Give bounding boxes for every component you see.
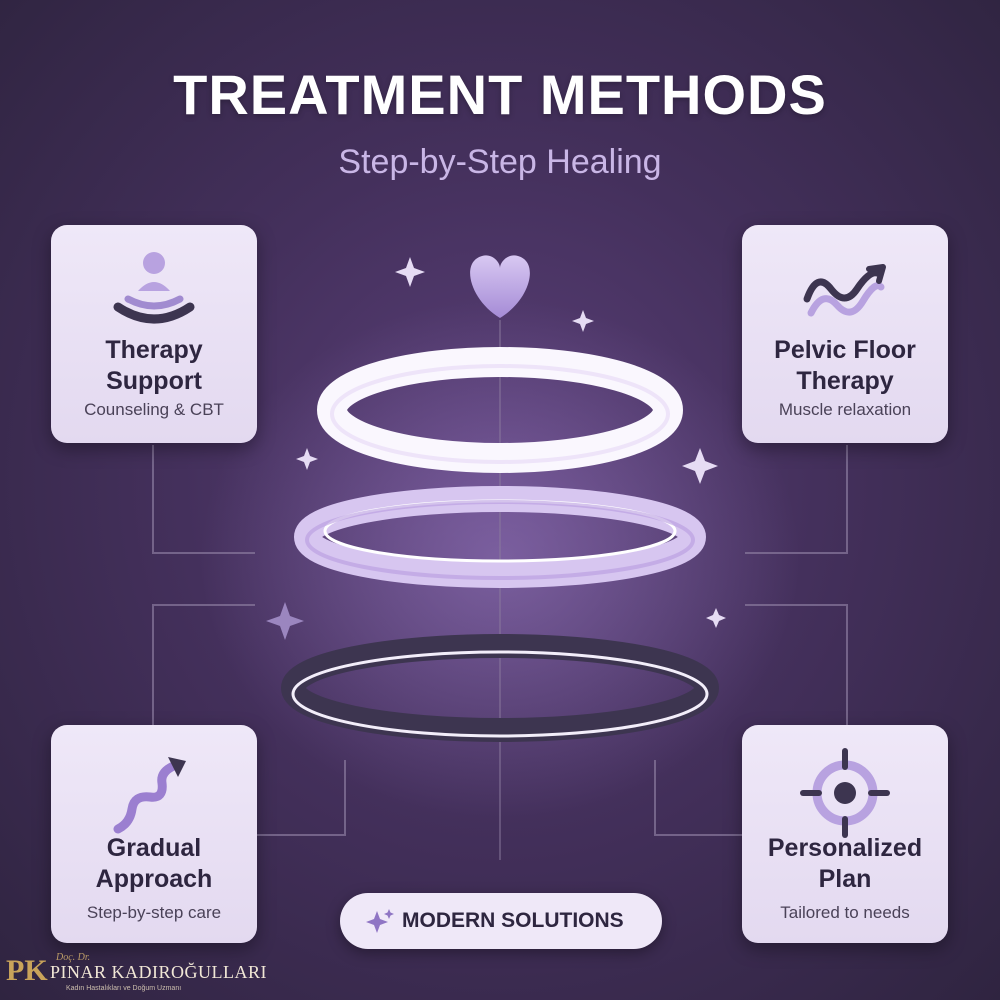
logo-prefix: Doç. Dr.	[56, 952, 91, 963]
logo-specialty: Kadın Hastalıkları ve Doğum Uzmanı	[66, 985, 182, 992]
modern-solutions-badge: MODERN SOLUTIONS	[340, 893, 662, 949]
card-subtitle: Counseling & CBT	[84, 400, 224, 419]
meditation-icon	[113, 252, 195, 324]
connector-lines	[152, 320, 848, 860]
card-title: Gradual Approach	[95, 834, 213, 893]
card-subtitle: Tailored to needs	[780, 903, 910, 922]
target-icon	[800, 748, 890, 838]
heart-icon	[470, 255, 530, 318]
card-subtitle: Step-by-step care	[86, 903, 222, 922]
sparkle-icon	[366, 909, 394, 933]
card-title: Therapy Support	[105, 336, 203, 395]
card-personalized-plan: Personalized Plan Tailored to needs	[742, 725, 948, 943]
card-subtitle: Muscle relaxation	[778, 400, 912, 419]
lavender-ring	[294, 486, 706, 588]
logo-monogram: PK	[6, 954, 48, 987]
card-therapy-support: Therapy Support Counseling & CBT	[51, 225, 257, 443]
squiggle-arrow-icon	[113, 757, 186, 834]
card-gradual-approach: Gradual Approach Step-by-step care	[51, 725, 257, 943]
dark-ring	[281, 634, 719, 742]
page-subtitle: Step-by-Step Healing	[338, 143, 662, 181]
card-title: Pelvic Floor Therapy	[774, 336, 916, 395]
sparkle-icons	[266, 257, 726, 640]
card-pelvic-floor-therapy: Pelvic Floor Therapy Muscle relaxation	[742, 225, 948, 443]
badge-label: MODERN SOLUTIONS	[402, 909, 624, 932]
card-title: Personalized Plan	[767, 834, 923, 893]
white-ring	[317, 347, 683, 473]
page-title: TREATMENT METHODS	[173, 63, 827, 126]
brand-logo: PK Doç. Dr. PINAR KADIROĞULLARI Kadın Ha…	[6, 952, 267, 998]
wave-arrow-icon	[803, 264, 886, 317]
logo-name: PINAR KADIROĞULLARI	[50, 962, 267, 982]
